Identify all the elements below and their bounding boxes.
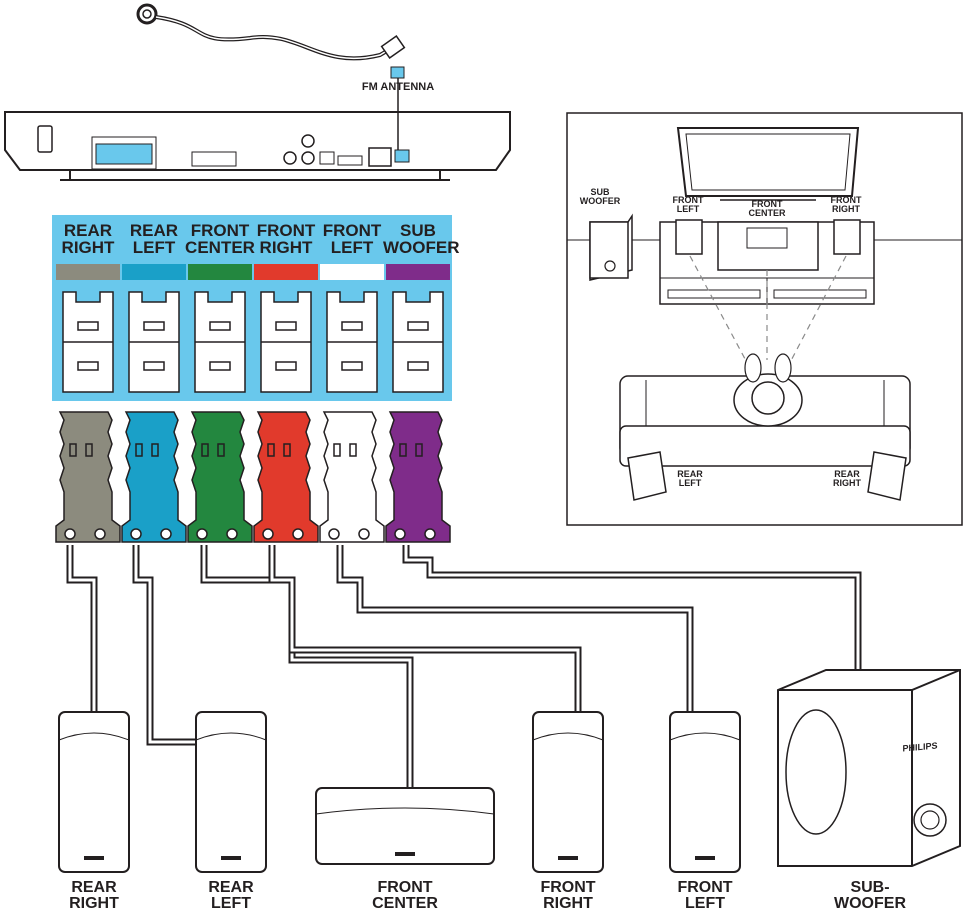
color-strip-subwoofer <box>386 264 450 280</box>
speaker-cable-subwoofer <box>402 545 862 690</box>
terminal-jack-front-left[interactable] <box>326 291 378 393</box>
receiver-back-panel <box>4 111 511 181</box>
terminal-jack-front-right[interactable] <box>260 291 312 393</box>
terminal-jack-subwoofer[interactable] <box>392 291 444 393</box>
fm-antenna-label: FM ANTENNA <box>361 81 435 93</box>
terminal-jack-rear-right[interactable] <box>62 291 114 393</box>
front-right-speaker <box>532 711 604 873</box>
subwoofer-speaker <box>777 669 961 867</box>
speaker-connector-panel <box>52 215 452 401</box>
speaker-plug-rear-right[interactable] <box>55 411 121 543</box>
speaker-cable-rear-right <box>66 545 98 712</box>
speaker-plug-front-center[interactable] <box>187 411 253 543</box>
rear-left-speaker <box>195 711 267 873</box>
rear-right-speaker <box>58 711 130 873</box>
speaker-label-subwoofer: SUB-WOOFER <box>834 879 906 912</box>
speaker-plug-front-left[interactable] <box>319 411 385 543</box>
speaker-cable-rear-left <box>132 545 196 746</box>
fm-antenna-socket-indicator <box>390 66 405 79</box>
speaker-cable-front-left <box>336 545 694 712</box>
color-strip-front-center <box>188 264 252 280</box>
speaker-cable-front-right <box>268 545 582 712</box>
terminal-jack-rear-left[interactable] <box>128 291 180 393</box>
color-strip-rear-right <box>56 264 120 280</box>
terminal-jack-front-center[interactable] <box>194 291 246 393</box>
room-layout-diagram <box>566 112 963 526</box>
front-left-speaker <box>669 711 741 873</box>
speaker-plug-front-right[interactable] <box>253 411 319 543</box>
speaker-plug-subwoofer[interactable] <box>385 411 451 543</box>
color-strip-front-right <box>254 264 318 280</box>
color-strip-front-left <box>320 264 384 280</box>
speaker-plug-rear-left[interactable] <box>121 411 187 543</box>
fm-antenna-cable <box>136 3 406 61</box>
color-strip-rear-left <box>122 264 186 280</box>
front-center-speaker <box>315 787 495 865</box>
